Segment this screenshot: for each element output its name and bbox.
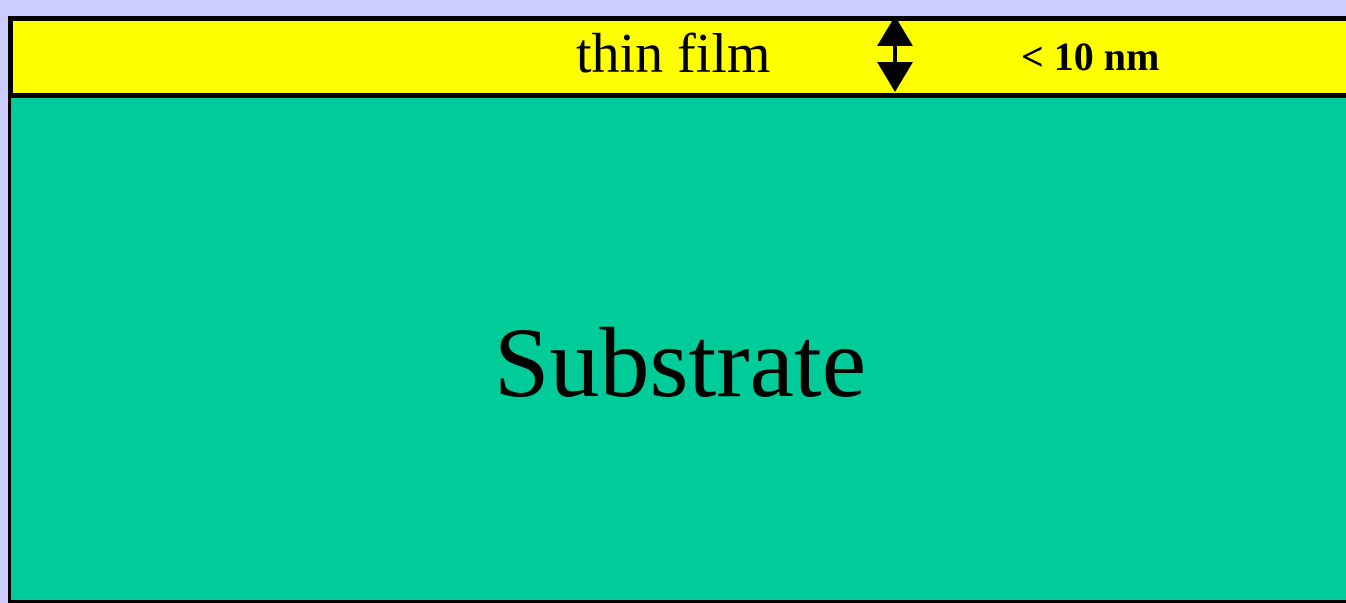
- thin-film-label: thin film: [576, 23, 771, 85]
- substrate-layer: Substrate: [8, 98, 1346, 603]
- thin-film-layer: [8, 16, 1346, 98]
- thickness-label: < 10 nm: [1021, 34, 1160, 79]
- double-headed-vertical-arrow-icon: [877, 16, 913, 92]
- substrate-label: Substrate: [493, 307, 867, 418]
